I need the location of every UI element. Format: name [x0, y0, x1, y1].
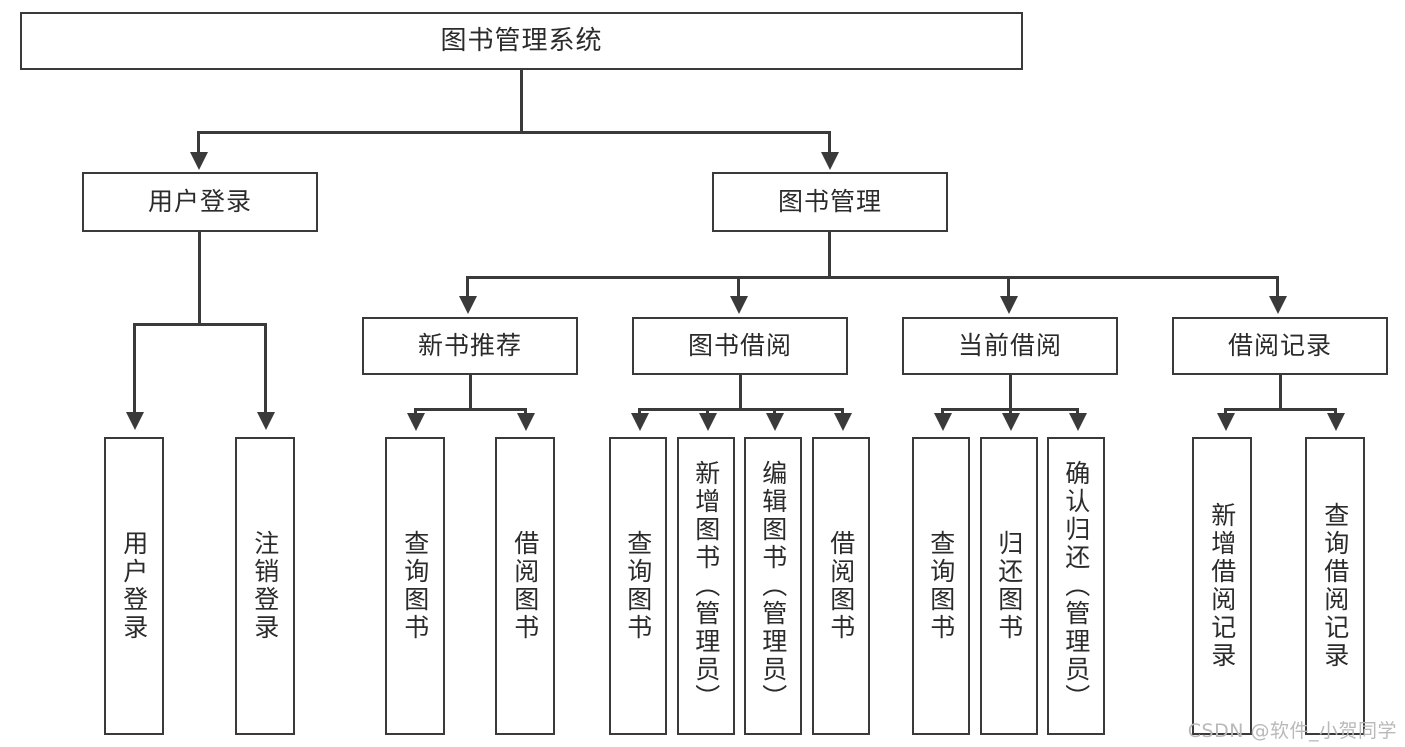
arrow-to-current-leaf-3	[1069, 413, 1087, 431]
edge-root-drop-2	[828, 131, 831, 155]
leaf-label: 查询图书	[926, 530, 956, 642]
leaf-borrow-borrow-book[interactable]: 借阅图书	[812, 437, 870, 735]
leaf-label: 确认归还（管理员）	[1061, 460, 1091, 712]
arrow-to-borrow-records	[1269, 296, 1287, 314]
edge-current-drop-3	[1076, 408, 1079, 416]
leaf-borrow-query-book[interactable]: 查询图书	[609, 437, 667, 735]
edge-records-drop-2	[1334, 408, 1337, 416]
node-book-borrow[interactable]: 图书借阅	[632, 317, 848, 375]
node-borrow-records[interactable]: 借阅记录	[1172, 317, 1388, 375]
arrow-to-current-leaf-1	[934, 413, 952, 431]
edge-book-mgmt-stem	[828, 232, 831, 277]
node-user-login[interactable]: 用户登录	[82, 172, 318, 232]
edge-recommend-bus	[414, 408, 527, 411]
arrow-to-current-borrow	[1000, 296, 1018, 314]
arrow-to-new-book-recommend	[459, 296, 477, 314]
leaf-records-add-record[interactable]: 新增借阅记录	[1192, 437, 1252, 735]
arrow-to-borrow-leaf-3	[766, 413, 784, 431]
arrow-to-borrow-leaf-2	[699, 413, 717, 431]
leaf-label: 新增图书（管理员）	[691, 460, 721, 712]
leaf-label: 查询图书	[623, 530, 653, 642]
edge-level3-bus	[466, 276, 1278, 279]
edge-level3-drop-3	[1007, 276, 1010, 299]
edge-borrow-bus	[638, 408, 843, 411]
arrow-root-to-book-mgmt	[821, 152, 839, 170]
edge-records-stem	[1279, 375, 1282, 409]
edge-current-drop-1	[941, 408, 944, 416]
edge-recommend-drop-2	[524, 408, 527, 416]
edge-borrow-drop-2	[706, 408, 709, 416]
leaf-label: 借阅图书	[510, 530, 540, 642]
edge-recommend-drop-1	[414, 408, 417, 416]
edge-borrow-stem	[739, 375, 742, 409]
arrow-to-borrow-leaf-1	[631, 413, 649, 431]
edge-borrow-drop-3	[773, 408, 776, 416]
edge-root-drop-1	[197, 131, 200, 155]
edge-user-login-drop-1	[133, 323, 136, 415]
leaf-label: 注销登录	[250, 530, 280, 642]
edge-borrow-drop-4	[841, 408, 844, 416]
node-current-borrow[interactable]: 当前借阅	[902, 317, 1118, 375]
leaf-current-query-book[interactable]: 查询图书	[912, 437, 970, 735]
edge-root-bus	[197, 131, 831, 134]
csdn-watermark: CSDN @软件_小贺同学	[1187, 720, 1397, 742]
leaf-current-return-book[interactable]: 归还图书	[980, 437, 1038, 735]
edge-level3-drop-1	[466, 276, 469, 299]
leaf-borrow-edit-book-admin[interactable]: 编辑图书（管理员）	[744, 437, 802, 735]
leaf-logout[interactable]: 注销登录	[235, 437, 295, 735]
node-new-book-recommend[interactable]: 新书推荐	[362, 317, 578, 375]
edge-borrow-drop-1	[638, 408, 641, 416]
edge-recommend-stem	[469, 375, 472, 409]
arrow-to-user-login-leaf	[126, 412, 144, 430]
arrow-root-to-user-login	[190, 152, 208, 170]
leaf-recommend-borrow-book[interactable]: 借阅图书	[495, 437, 555, 735]
arrow-to-recommend-leaf-2	[517, 413, 535, 431]
arrow-to-records-leaf-1	[1217, 413, 1235, 431]
arrow-to-borrow-leaf-4	[834, 413, 852, 431]
edge-user-login-stem	[198, 232, 201, 324]
edge-records-bus	[1224, 408, 1337, 411]
leaf-label: 编辑图书（管理员）	[758, 460, 788, 712]
node-book-management[interactable]: 图书管理	[712, 172, 948, 232]
leaf-borrow-add-book-admin[interactable]: 新增图书（管理员）	[677, 437, 735, 735]
edge-user-login-drop-2	[264, 323, 267, 415]
edge-level3-drop-4	[1276, 276, 1279, 299]
arrow-to-current-leaf-2	[1002, 413, 1020, 431]
arrow-to-book-borrow	[730, 296, 748, 314]
leaf-label: 新增借阅记录	[1207, 502, 1237, 670]
edge-records-drop-1	[1224, 408, 1227, 416]
node-root-system[interactable]: 图书管理系统	[20, 12, 1023, 70]
leaf-label: 查询借阅记录	[1320, 502, 1350, 670]
edge-level3-drop-2	[737, 276, 740, 299]
edge-current-stem	[1009, 375, 1012, 409]
leaf-records-query-record[interactable]: 查询借阅记录	[1305, 437, 1365, 735]
leaf-label: 借阅图书	[826, 530, 856, 642]
leaf-label: 查询图书	[400, 530, 430, 642]
edge-root-stem	[520, 70, 523, 132]
leaf-label: 归还图书	[994, 530, 1024, 642]
leaf-current-confirm-return-admin[interactable]: 确认归还（管理员）	[1047, 437, 1105, 735]
edge-user-login-bus	[133, 323, 266, 326]
arrow-to-logout-leaf	[257, 412, 275, 430]
edge-current-drop-2	[1009, 408, 1012, 416]
arrow-to-records-leaf-2	[1327, 413, 1345, 431]
leaf-label: 用户登录	[119, 530, 149, 642]
arrow-to-recommend-leaf-1	[407, 413, 425, 431]
leaf-recommend-query-book[interactable]: 查询图书	[385, 437, 445, 735]
leaf-user-login[interactable]: 用户登录	[104, 437, 164, 735]
